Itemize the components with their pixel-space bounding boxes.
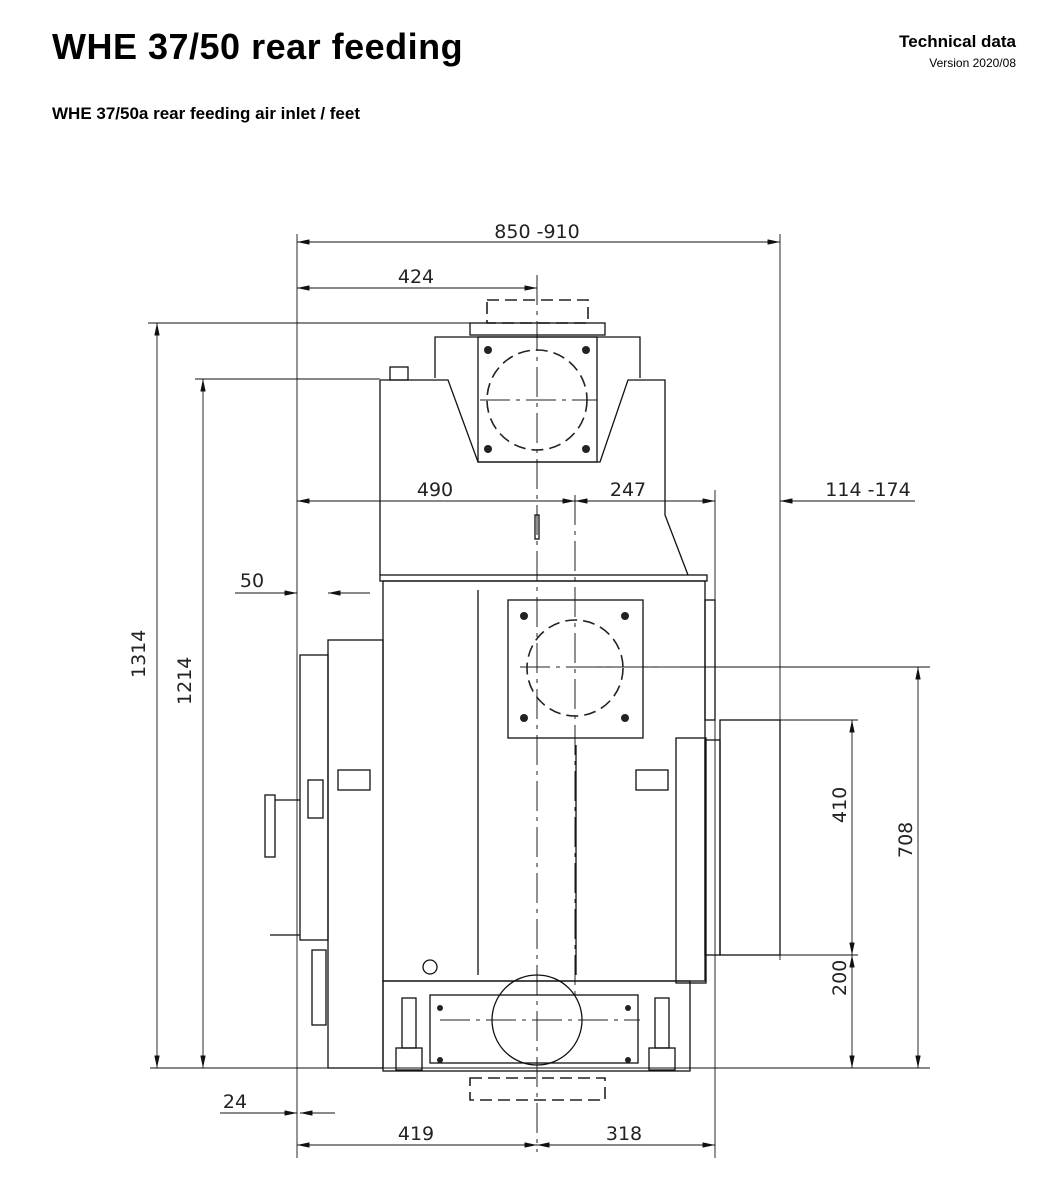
extension-lines [148, 234, 930, 1158]
drawing-subtitle: WHE 37/50a rear feeding air inlet / feet [52, 104, 361, 123]
center-lines [440, 275, 680, 1152]
dim-center-to-right: 247 [610, 479, 646, 501]
dim-height-body: 1214 [174, 657, 196, 705]
page-title: WHE 37/50 rear feeding [52, 26, 464, 67]
document-type: Technical data [899, 32, 1016, 51]
dim-left-to-center: 490 [417, 479, 453, 501]
bolt-holes [437, 346, 631, 1063]
dim-foot-offset: 24 [223, 1091, 247, 1113]
dim-bottom-left: 419 [398, 1123, 434, 1145]
document-version: Version 2020/08 [929, 56, 1016, 70]
dim-inlet-offset: 424 [398, 266, 434, 288]
dim-side-offset: 50 [240, 570, 264, 592]
dim-rear-offset: 114 -174 [825, 479, 910, 501]
dim-box-base: 200 [829, 960, 851, 996]
dim-box-height: 410 [829, 787, 851, 823]
dimension-lines [154, 239, 921, 1148]
dim-height-total: 1314 [128, 630, 150, 678]
dim-overall-width: 850 -910 [494, 221, 579, 243]
dim-bottom-right: 318 [606, 1123, 642, 1145]
dim-inlet-height: 708 [895, 822, 917, 858]
stove-outline [264, 299, 781, 1101]
